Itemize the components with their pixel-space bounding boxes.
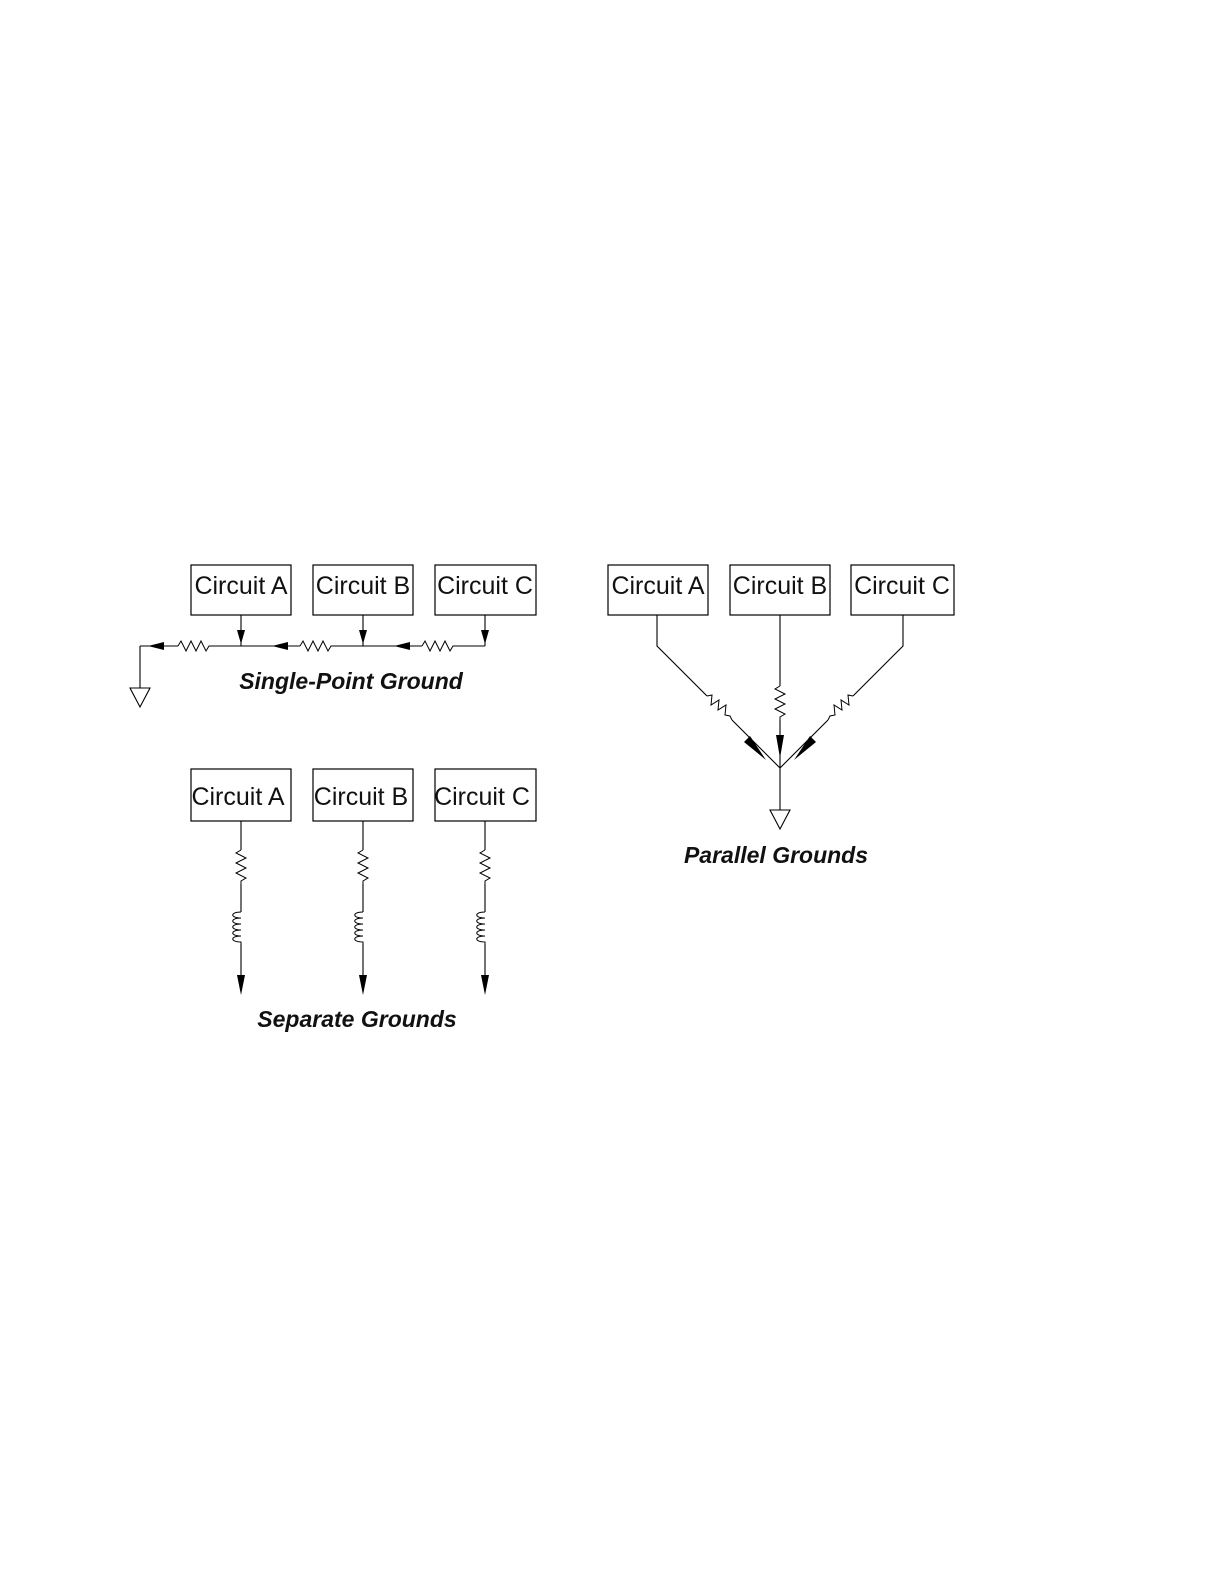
arrow-down-icon (776, 735, 784, 758)
circuit-c-label: Circuit C (854, 572, 950, 600)
circuit-b-label: Circuit B (733, 572, 827, 600)
single-point-ground-caption: Single-Point Ground (239, 668, 464, 694)
circuit-b-label: Circuit B (316, 572, 410, 600)
single-point-circuit-a: Circuit A (191, 565, 291, 615)
circuit-b-label: Circuit B (314, 783, 408, 811)
arrow-down-icon (359, 975, 367, 995)
resistor-icon (775, 686, 785, 720)
parallel-grounds-diagram: Circuit A Circuit B Circuit C Parallel G… (608, 565, 954, 868)
ground-icon (770, 810, 790, 829)
arrow-left-icon (394, 642, 410, 650)
resistor-icon (422, 641, 456, 651)
resistor-icon (707, 695, 732, 720)
arrow-down-icon (237, 975, 245, 995)
arrow-left-icon (148, 642, 164, 650)
arrow-down-icon (481, 975, 489, 995)
circuit-c-label: Circuit C (434, 783, 530, 811)
inductor-icon (355, 912, 363, 944)
resistor-icon (300, 641, 334, 651)
resistor-icon (178, 641, 212, 651)
circuit-a-label: Circuit A (611, 572, 704, 600)
single-point-ground-diagram: Circuit A Circuit B Circuit C Single-Poi… (130, 565, 536, 707)
arrow-left-icon (272, 642, 288, 650)
separate-grounds-diagram: Circuit A Circuit B Circuit C Separate G… (191, 769, 536, 1032)
parallel-circuit-b: Circuit B (730, 565, 830, 615)
resistor-icon (828, 695, 853, 720)
resistor-icon (480, 850, 490, 884)
arrow-down-icon (237, 630, 245, 644)
parallel-grounds-caption: Parallel Grounds (684, 842, 868, 868)
separate-circuit-b: Circuit B (313, 769, 413, 821)
single-point-circuit-b: Circuit B (313, 565, 413, 615)
parallel-circuit-a: Circuit A (608, 565, 708, 615)
single-point-circuit-c: Circuit C (435, 565, 536, 615)
parallel-circuit-c: Circuit C (851, 565, 954, 615)
ground-icon (130, 688, 150, 707)
separate-circuit-c: Circuit C (434, 769, 536, 821)
arrow-icon (744, 736, 766, 760)
arrow-icon (794, 736, 816, 760)
arrow-down-icon (481, 630, 489, 644)
resistor-icon (236, 850, 246, 884)
resistor-icon (358, 850, 368, 884)
inductor-icon (477, 912, 485, 944)
circuit-c-label: Circuit C (437, 572, 533, 600)
arrow-down-icon (359, 630, 367, 644)
circuit-a-label: Circuit A (194, 572, 287, 600)
circuit-a-label: Circuit A (191, 783, 284, 811)
inductor-icon (233, 912, 241, 944)
separate-grounds-caption: Separate Grounds (257, 1006, 456, 1032)
separate-circuit-a: Circuit A (191, 769, 291, 821)
